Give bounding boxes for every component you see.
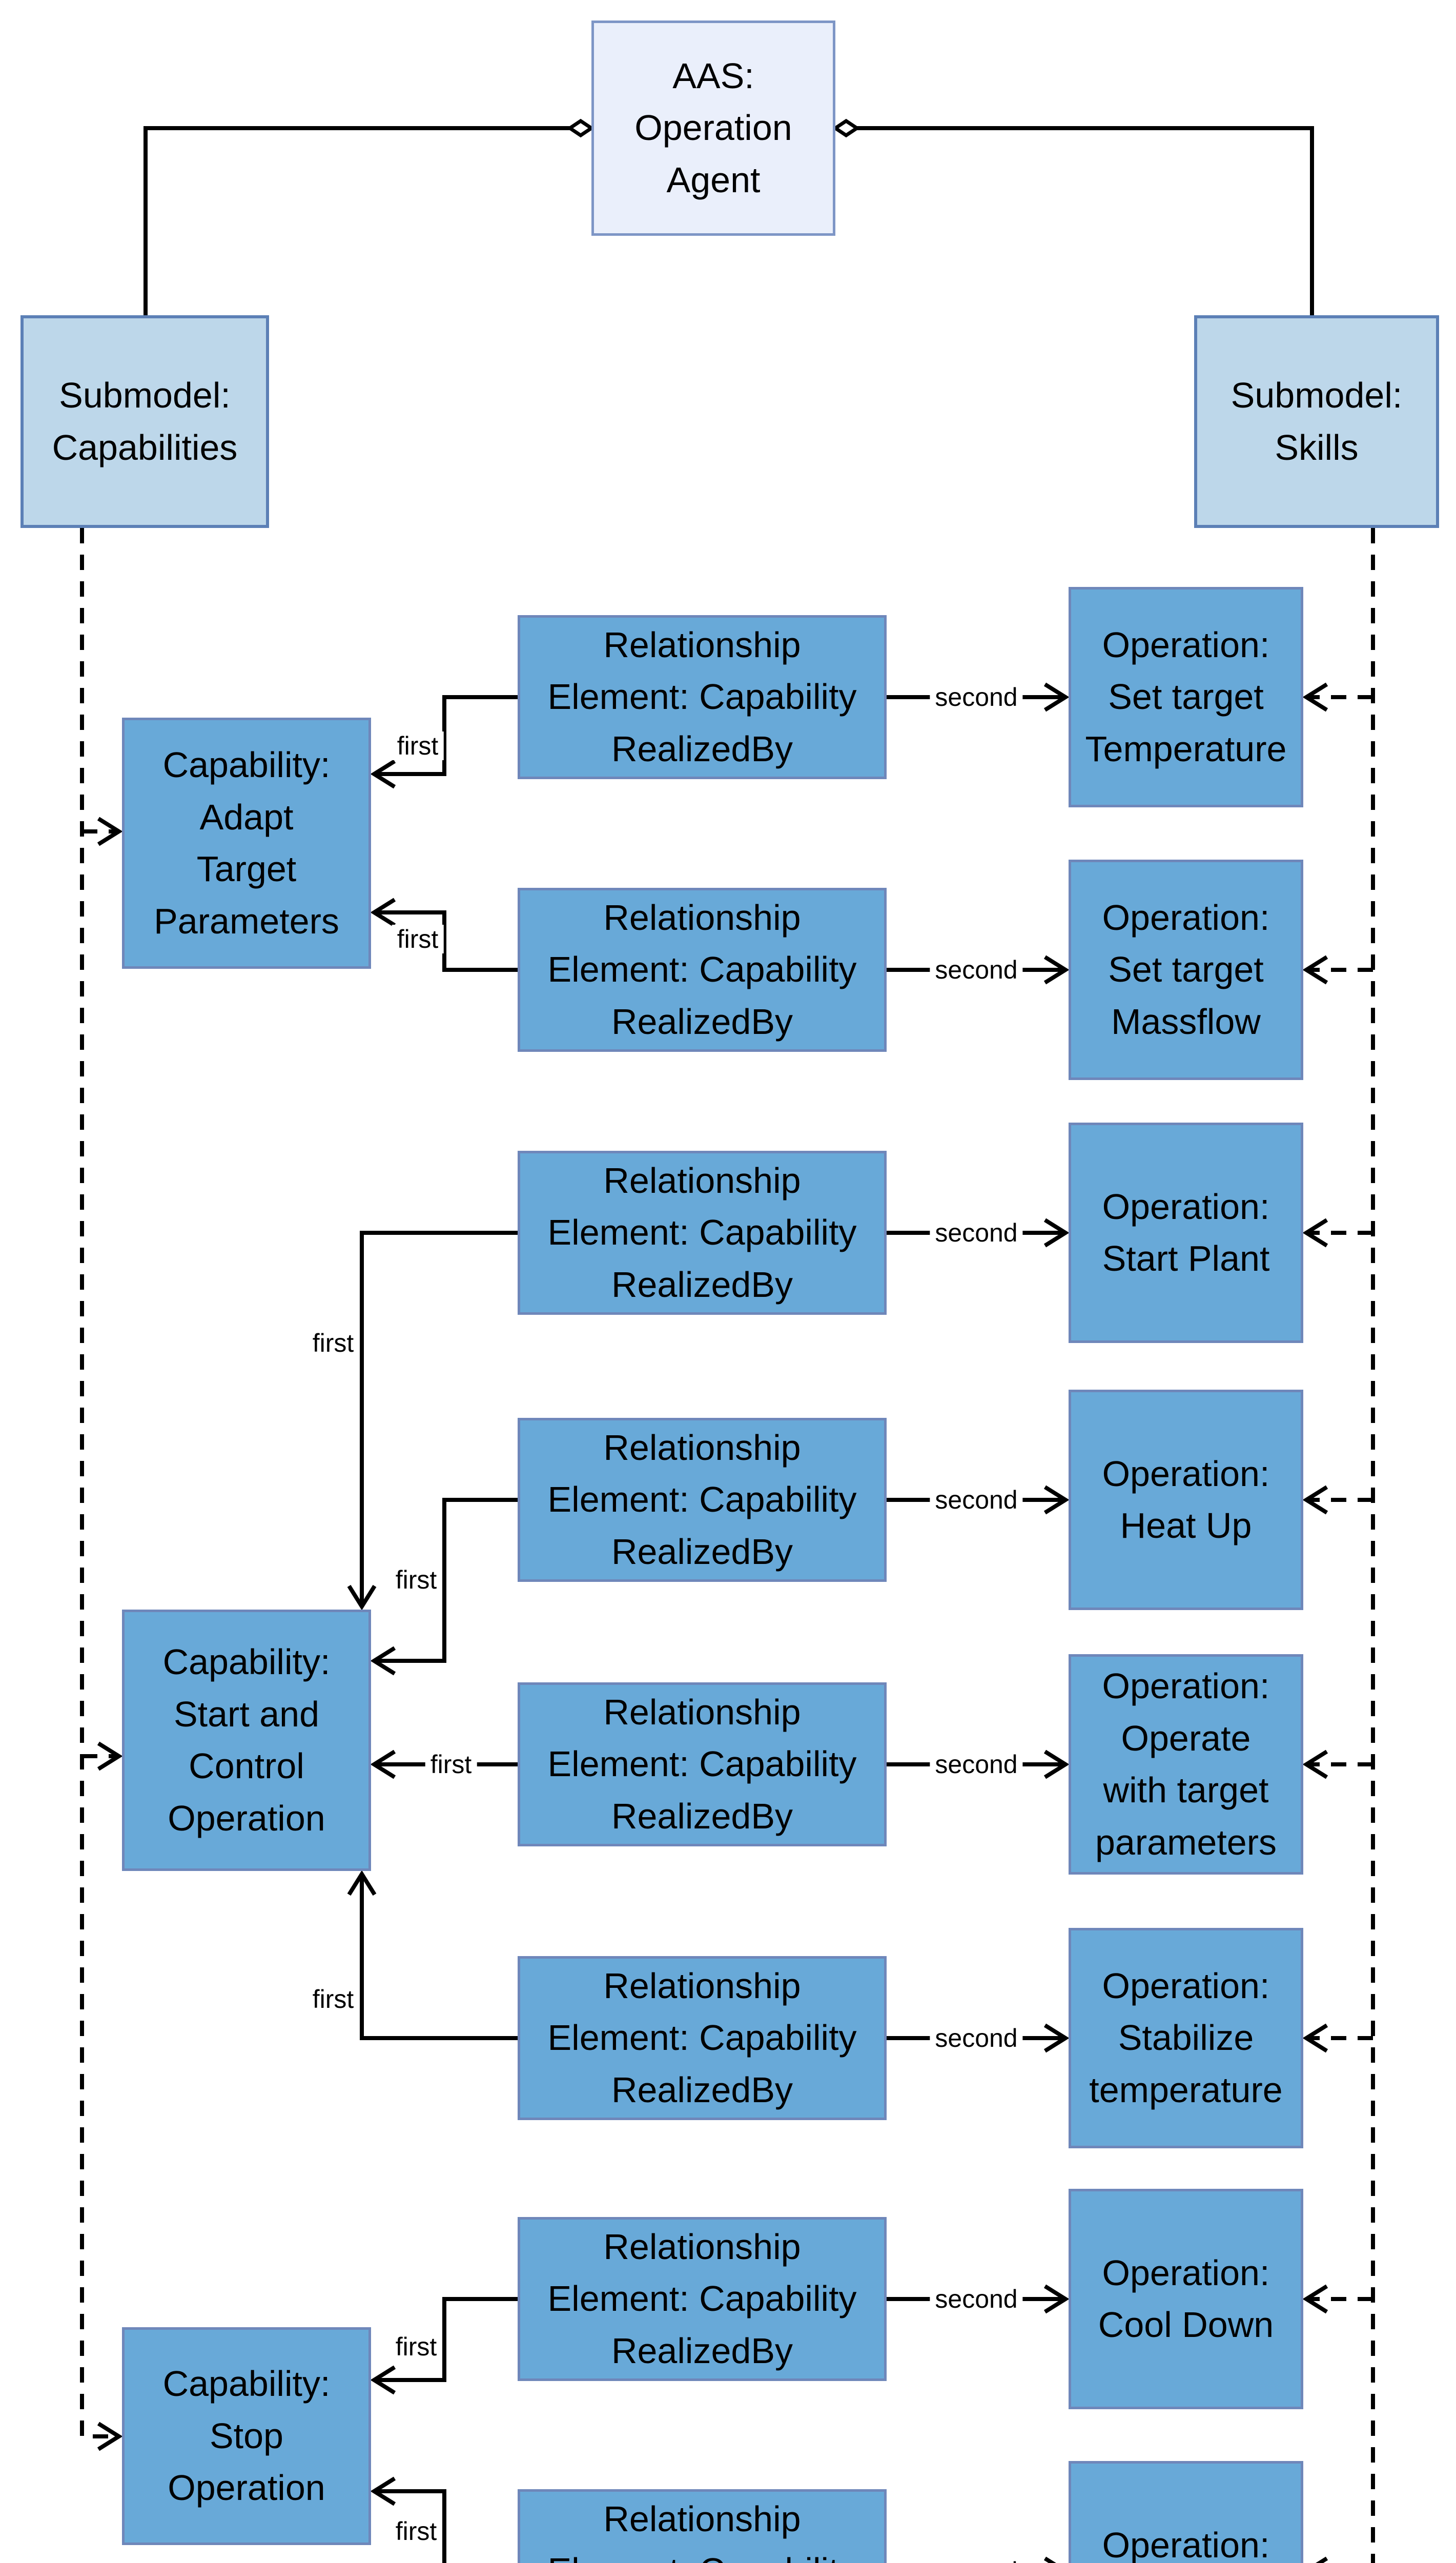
relationship-element-box-8: Relationship Element: Capability Realize… (518, 2489, 887, 2563)
edge-first-4 (370, 1498, 518, 1676)
operation-operate-with-target-parameters-box: Operation: Operate with target parameter… (1069, 1654, 1303, 1875)
edge-label-first-1: first (392, 731, 444, 760)
edge-label-second-2: second (930, 955, 1023, 984)
aggregation-diamond-left-icon (566, 118, 595, 138)
edge-label-first-7: first (390, 2332, 442, 2361)
dashed-edge-skills-trunk (1302, 528, 1375, 2563)
edge-label-first-6: first (307, 1985, 359, 2013)
edge-label-second-5: second (930, 1750, 1023, 1779)
edge-label-first-8: first (390, 2517, 442, 2546)
edge-label-second-6: second (930, 2024, 1023, 2052)
relationship-element-box-4: Relationship Element: Capability Realize… (518, 1418, 887, 1582)
relationship-element-box-2: Relationship Element: Capability Realize… (518, 888, 887, 1052)
edge-first-3 (347, 1231, 518, 1611)
operation-start-plant-box: Operation: Start Plant (1069, 1123, 1303, 1343)
edge-label-first-4: first (390, 1565, 442, 1594)
edge-first-7 (370, 2297, 518, 2395)
capability-adapt-target-parameters-box: Capability: Adapt Target Parameters (122, 718, 371, 969)
operation-cool-down-box: Operation: Cool Down (1069, 2189, 1303, 2409)
aggregation-diamond-right-icon (832, 118, 860, 138)
edge-label-second-7: second (930, 2285, 1023, 2313)
edge-label-first-3: first (307, 1329, 359, 1357)
edge-label-second-3: second (930, 1218, 1023, 1247)
relationship-element-box-7: Relationship Element: Capability Realize… (518, 2217, 887, 2381)
edge-label-second-4: second (930, 1486, 1023, 1514)
edge-aas-submodel-skills (857, 126, 1314, 315)
operation-set-target-temperature-box: Operation: Set target Temperature (1069, 587, 1303, 807)
edge-label-first-5: first (425, 1750, 477, 1779)
relationship-element-box-3: Relationship Element: Capability Realize… (518, 1151, 887, 1315)
relationship-element-box-6: Relationship Element: Capability Realize… (518, 1956, 887, 2120)
capability-start-and-control-operation-box: Capability: Start and Control Operation (122, 1610, 371, 1871)
edge-label-second-1: second (930, 683, 1023, 711)
operation-set-target-massflow-box: Operation: Set target Massflow (1069, 860, 1303, 1080)
aas-operation-agent-box: AAS: Operation Agent (591, 21, 835, 236)
edge-aas-submodel-capabilities (143, 126, 570, 315)
submodel-capabilities-box: Submodel: Capabilities (20, 315, 269, 528)
dashed-edge-capabilities-trunk (80, 528, 123, 2451)
relationship-element-box-5: Relationship Element: Capability Realize… (518, 1682, 887, 1846)
edge-label-first-2: first (392, 925, 444, 953)
edge-first-2 (370, 898, 518, 972)
edge-first-1 (370, 695, 518, 789)
operation-stopplant-box: Operation: StopPlant (1069, 2461, 1303, 2563)
submodel-skills-box: Submodel: Skills (1194, 315, 1439, 528)
edge-first-6 (347, 1870, 518, 2040)
operation-heat-up-box: Operation: Heat Up (1069, 1390, 1303, 1610)
edge-label-second-8: second (930, 2557, 1023, 2563)
operation-stabilize-temperature-box: Operation: Stabilize temperature (1069, 1928, 1303, 2148)
relationship-element-box-1: Relationship Element: Capability Realize… (518, 615, 887, 779)
edge-first-8 (370, 2476, 446, 2563)
capability-stop-operation-box: Capability: Stop Operation (122, 2327, 371, 2545)
